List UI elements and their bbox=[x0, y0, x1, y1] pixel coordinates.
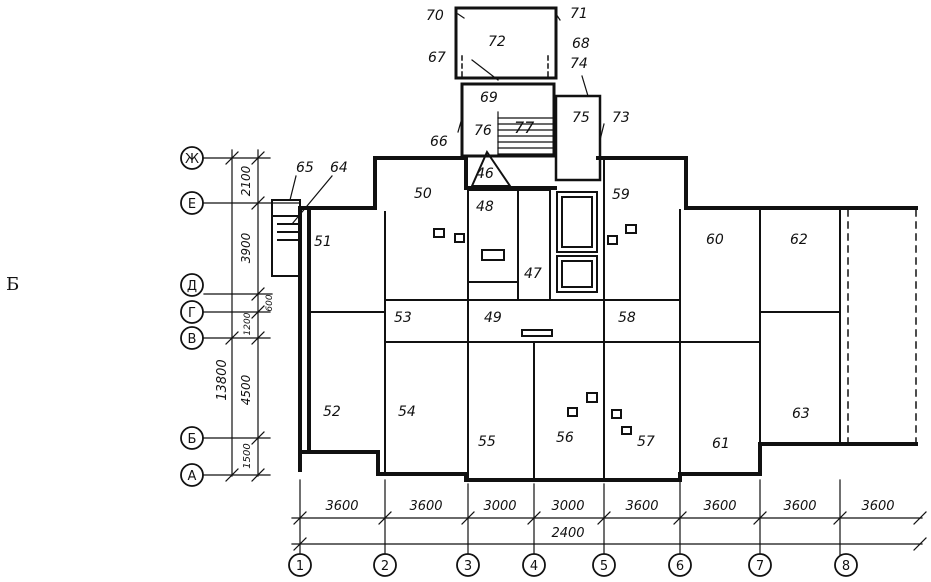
dim-dg: 600 bbox=[265, 294, 275, 311]
vertical-dimension-lines bbox=[203, 149, 301, 482]
room-73: 73 bbox=[612, 110, 630, 126]
span-sub: 2400 bbox=[551, 526, 584, 541]
room-68: 68 bbox=[572, 36, 590, 52]
axis-number-labels: 1 2 3 4 5 6 7 8 bbox=[296, 559, 850, 574]
room-76: 76 bbox=[474, 123, 492, 139]
room-numbers: 46 47 48 49 50 51 52 53 54 55 56 57 58 5… bbox=[296, 6, 810, 452]
axis-bubbles-numbers bbox=[288, 553, 858, 577]
axis-label-d: Д bbox=[187, 279, 197, 294]
axis-label-1: 1 bbox=[296, 559, 304, 574]
span-6-7: 3600 bbox=[703, 499, 736, 514]
dim-zh-e: 2100 bbox=[239, 165, 253, 196]
axis-label-g: Г bbox=[188, 306, 196, 321]
horizontal-dimension-lines bbox=[291, 479, 927, 556]
axis-label-7: 7 bbox=[756, 559, 764, 574]
equipment-marks bbox=[433, 224, 637, 435]
dim-v-b: 4500 bbox=[239, 374, 253, 405]
axis-bubbles-letters bbox=[180, 146, 204, 487]
room-54: 54 bbox=[398, 404, 416, 420]
cut-lines bbox=[847, 209, 917, 445]
room-72: 72 bbox=[488, 34, 506, 50]
room-65: 65 bbox=[296, 160, 314, 176]
room-66: 66 bbox=[430, 134, 448, 150]
horizontal-dimension-labels: 3600 3600 3000 3000 3600 3600 3600 3600 … bbox=[325, 499, 894, 541]
room-64: 64 bbox=[330, 160, 348, 176]
span-7-8: 3600 bbox=[783, 499, 816, 514]
stair-treads bbox=[497, 111, 553, 157]
outer-walls bbox=[298, 156, 918, 482]
stair-tower bbox=[454, 6, 602, 182]
room-46: 46 bbox=[476, 166, 494, 182]
axis-label-8: 8 bbox=[842, 559, 850, 574]
elevator-shafts bbox=[556, 191, 598, 293]
room-77: 77 bbox=[514, 118, 535, 137]
room-71: 71 bbox=[570, 6, 588, 22]
room-46-triangle bbox=[470, 149, 512, 187]
side-stair bbox=[271, 199, 301, 277]
room-74: 74 bbox=[570, 56, 588, 72]
span-5-6: 3600 bbox=[625, 499, 658, 514]
axis-label-5: 5 bbox=[600, 559, 608, 574]
span-8-end: 3600 bbox=[861, 499, 894, 514]
callout-leaders bbox=[289, 13, 605, 225]
dim-e-d: 3900 bbox=[239, 232, 253, 263]
room-62: 62 bbox=[790, 232, 808, 248]
room-56: 56 bbox=[556, 430, 574, 446]
span-2-3: 3600 bbox=[409, 499, 442, 514]
vertical-dimension-labels: 2100 3900 1200 600 4500 1500 13800 bbox=[215, 165, 275, 468]
room-53: 53 bbox=[394, 310, 412, 326]
room-60: 60 bbox=[706, 232, 724, 248]
axis-label-v: В bbox=[188, 332, 197, 347]
room-52: 52 bbox=[323, 404, 341, 420]
room-63: 63 bbox=[792, 406, 810, 422]
axis-label-zh: Ж bbox=[185, 152, 199, 167]
interior-walls bbox=[307, 159, 841, 479]
room-50: 50 bbox=[414, 186, 432, 202]
span-3-4: 3000 bbox=[483, 499, 516, 514]
room-48: 48 bbox=[476, 199, 494, 215]
room-57: 57 bbox=[637, 434, 655, 450]
room-67: 67 bbox=[428, 50, 446, 66]
room-47: 47 bbox=[524, 266, 542, 282]
dim-g: 1200 bbox=[243, 312, 253, 335]
room-49: 49 bbox=[484, 310, 502, 326]
axis-label-3: 3 bbox=[464, 559, 472, 574]
room-59: 59 bbox=[612, 187, 630, 203]
room-75: 75 bbox=[572, 110, 590, 126]
room-70: 70 bbox=[426, 8, 444, 24]
axis-letter-labels: Ж Е Д Г В Б А bbox=[185, 152, 199, 484]
axis-label-a: А bbox=[188, 469, 197, 484]
axis-label-4: 4 bbox=[530, 559, 538, 574]
page-marker: Б bbox=[6, 274, 20, 295]
axis-label-2: 2 bbox=[381, 559, 389, 574]
axis-label-e: Е bbox=[188, 197, 196, 212]
room-69: 69 bbox=[480, 90, 498, 106]
room-61: 61 bbox=[712, 436, 730, 452]
room-58: 58 bbox=[618, 310, 636, 326]
room-55: 55 bbox=[478, 434, 496, 450]
axis-label-b: Б bbox=[188, 432, 197, 447]
dim-b-a: 1500 bbox=[242, 443, 253, 468]
dim-total: 13800 bbox=[215, 359, 230, 400]
span-1-2: 3600 bbox=[325, 499, 358, 514]
axis-label-6: 6 bbox=[676, 559, 684, 574]
span-4-5: 3000 bbox=[551, 499, 584, 514]
room-51: 51 bbox=[314, 234, 332, 250]
